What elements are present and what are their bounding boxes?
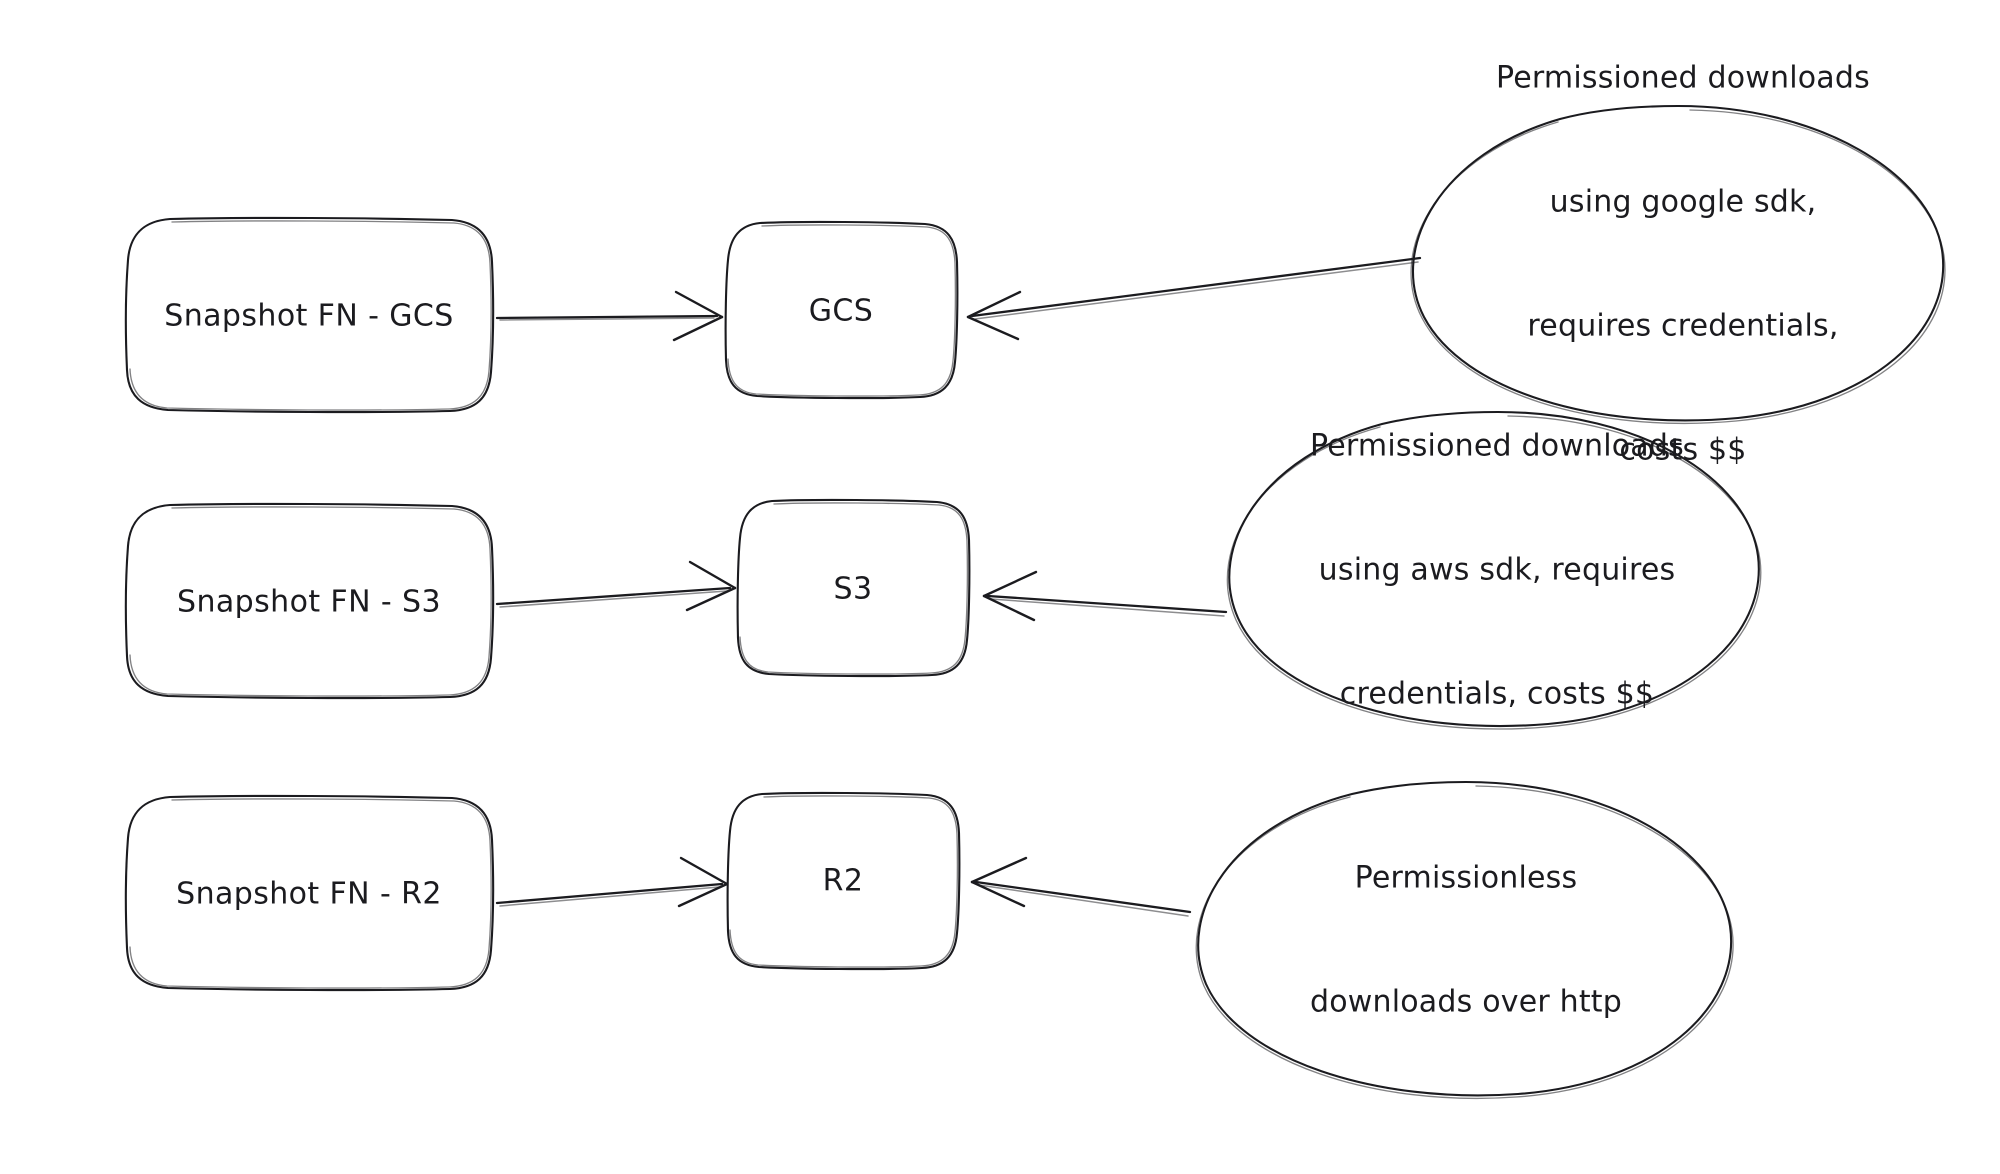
note-s3-downloads[interactable] xyxy=(1226,410,1762,730)
node-snapshot-fn-s3[interactable] xyxy=(124,502,495,700)
note-r2-downloads[interactable] xyxy=(1195,780,1734,1100)
node-r2[interactable] xyxy=(726,791,961,971)
note-gcs-downloads[interactable] xyxy=(1410,104,1946,424)
node-snapshot-fn-gcs[interactable] xyxy=(124,216,495,414)
connector-r2-note xyxy=(970,856,1192,917)
connector-gcs-forward xyxy=(495,290,724,342)
connector-s3-note xyxy=(982,570,1228,622)
node-s3[interactable] xyxy=(736,498,971,678)
connector-gcs-note xyxy=(966,256,1422,341)
node-gcs[interactable] xyxy=(724,220,959,400)
node-snapshot-fn-r2[interactable] xyxy=(124,794,495,992)
connector-r2-forward xyxy=(495,856,729,908)
connector-s3-forward xyxy=(495,560,737,612)
